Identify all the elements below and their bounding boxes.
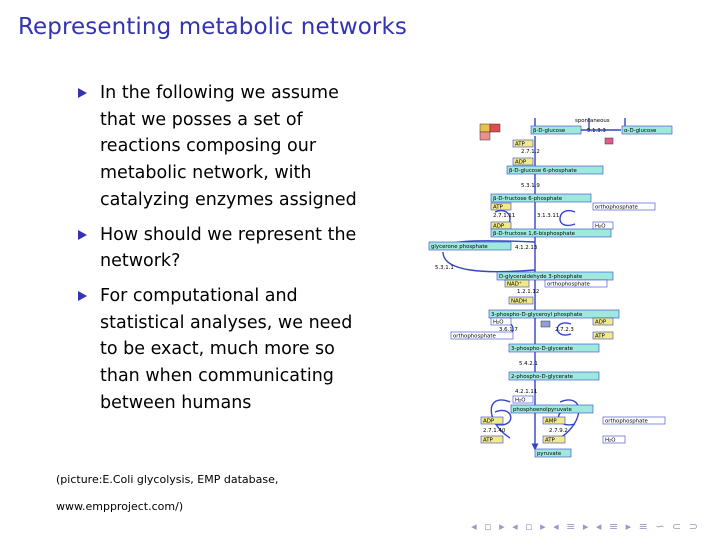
node-pyruvate: pyruvate [537,451,562,457]
picture-source-url: www.empproject.com/) [56,500,184,513]
cofactor-atp: ATP [545,438,556,444]
ec-2-7-2-3: 2.7.2.3 [555,327,574,333]
bullet-text: How should we represent the network? [100,224,357,272]
node-fructose-6-phosphate: β-D-fructose 6-phosphate [493,196,563,202]
node-orthophosphate: orthophosphate [605,419,649,425]
cofactor-h2o: H₂O [515,398,525,404]
cofactor-atp: ATP [483,438,494,444]
picture-caption: (picture:E.Coli glycolysis, EMP database… [56,473,279,486]
bullet-triangle-icon [78,88,87,98]
glycolysis-diagram: spontaneous β-D-glucose α-D-glucose 5.1.… [428,118,673,458]
ec-5-4-2-1: 5.4.2.1 [519,361,538,367]
node-glyceraldehyde-3-phosphate: D-glyceraldehyde 3-phosphate [499,274,583,280]
bullet-item: How should we represent the network? [78,222,368,275]
ec-5-3-1-1: 5.3.1.1 [435,265,454,271]
bullet-text: In the following we assume that we posse… [100,83,357,210]
ec-1-2-1-12: 1.2.1.12 [517,289,539,295]
bullet-text: For computational and statistical analys… [100,285,353,413]
node-orthophosphate: orthophosphate [595,205,639,211]
cofactor-amp: AMP [545,419,557,425]
cofactor-atp: ATP [493,205,504,211]
cofactor-nad: NAD⁺ [507,281,522,288]
cofactor-h2o: H₂O [493,320,503,326]
node-3-phospho-glyceroyl-phosphate: 3-phospho-D-glyceroyl phosphate [491,312,583,318]
bullet-triangle-icon [78,229,87,240]
cofactor-h2o: H₂O [595,224,605,230]
ec-2-7-9-2: 2.7.9.2 [549,428,568,434]
cofactor-atp: ATP [595,334,606,340]
node-orthophosphate: orthophosphate [547,282,591,288]
ec-5-3-1-9: 5.3.1.9 [521,183,540,189]
ec-4-1-2-13: 4.1.2.13 [515,245,537,251]
bullet-list: In the following we assume that we posse… [78,80,368,424]
bullet-item: In the following we assume that we posse… [78,80,368,214]
cofactor-h2o: H₂O [605,438,615,444]
cofactor-adp: ADP [515,160,527,166]
ec-3-1-3-11: 3.1.3.11 [537,213,559,219]
ec-2-7-1-11: 2.7.1.11 [493,213,515,219]
cofactor-adp: ADP [483,419,495,425]
node-fructose-1-6-bisphosphate: β-D-fructose 1,6-bisphosphate [493,231,576,237]
beamer-navigation-icons[interactable]: ◂ ▫ ▸ ◂ ▫ ▸ ◂ ≡ ▸ ◂ ≡ ▸ ≡ ∽ ⊂ ⊃ [471,520,700,533]
node-alpha-glucose: α-D-glucose [624,128,657,134]
node-beta-glucose: β-D-glucose [533,128,566,134]
ec-5-1-3-3: 5.1.3.3 [587,128,606,134]
node-glycerone-phosphate: glycerone phosphate [431,244,488,250]
cofactor-nadh: NADH [511,299,527,305]
bullet-triangle-icon [78,290,87,301]
node-glucose-6-phosphate: β-D-glucose 6-phosphate [509,168,577,174]
ec-2-7-1-2: 2.7.1.2 [521,149,540,155]
ec-4-2-1-11: 4.2.1.11 [515,389,537,395]
node-orthophosphate: orthophosphate [453,334,497,340]
cofactor-adp: ADP [595,320,607,326]
slide-title: Representing metabolic networks [18,14,407,40]
node-phosphoenolpyruvate: phosphoenolpyruvate [513,407,572,413]
ec-3-6-1-7: 3.6.1.7 [499,327,518,333]
node-2-phospho-glycerate: 2-phospho-D-glycerate [511,374,574,380]
cofactor-atp: ATP [515,142,526,148]
label-spontaneous: spontaneous [575,118,610,124]
cofactor-adp: ADP [493,224,505,230]
ec-2-7-1-40: 2.7.1.40 [483,428,506,434]
bullet-item: For computational and statistical analys… [78,283,368,417]
node-3-phospho-glycerate: 3-phospho-D-glycerate [511,346,574,352]
